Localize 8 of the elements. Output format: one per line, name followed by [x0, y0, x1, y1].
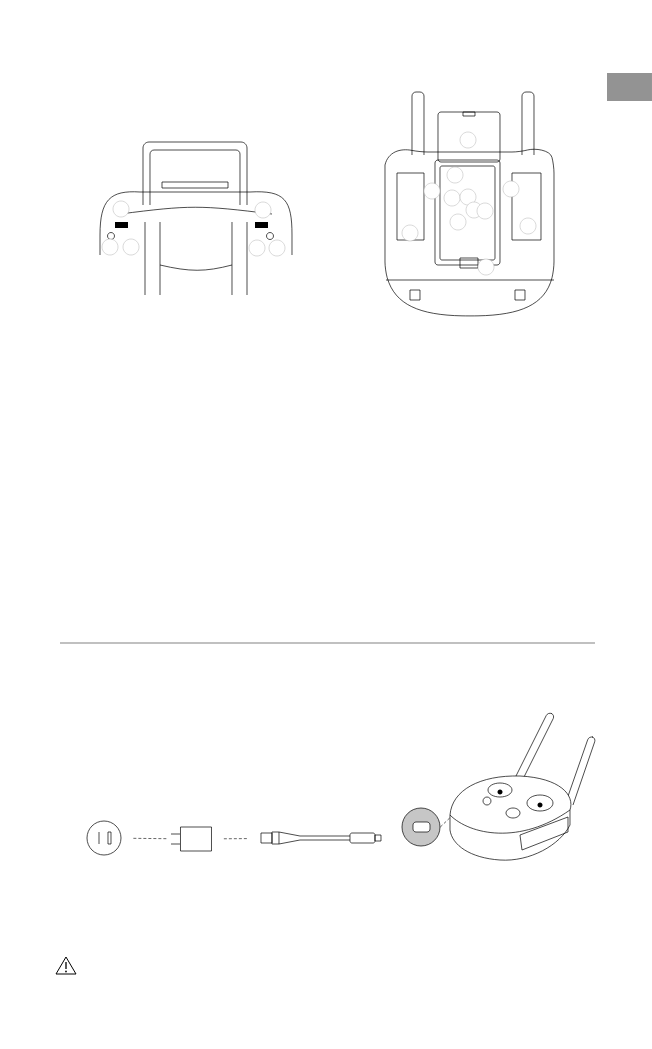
- remote-controller-drawing: [449, 712, 596, 861]
- leader-line: [440, 817, 450, 828]
- usb-cable-drawing: [260, 831, 382, 845]
- port-closeup-drawing: [401, 807, 441, 847]
- dashed-connector: [223, 838, 249, 840]
- power-outlet-drawing: [86, 820, 122, 856]
- power-adapter-drawing: [170, 826, 212, 852]
- dashed-connector: [133, 838, 169, 839]
